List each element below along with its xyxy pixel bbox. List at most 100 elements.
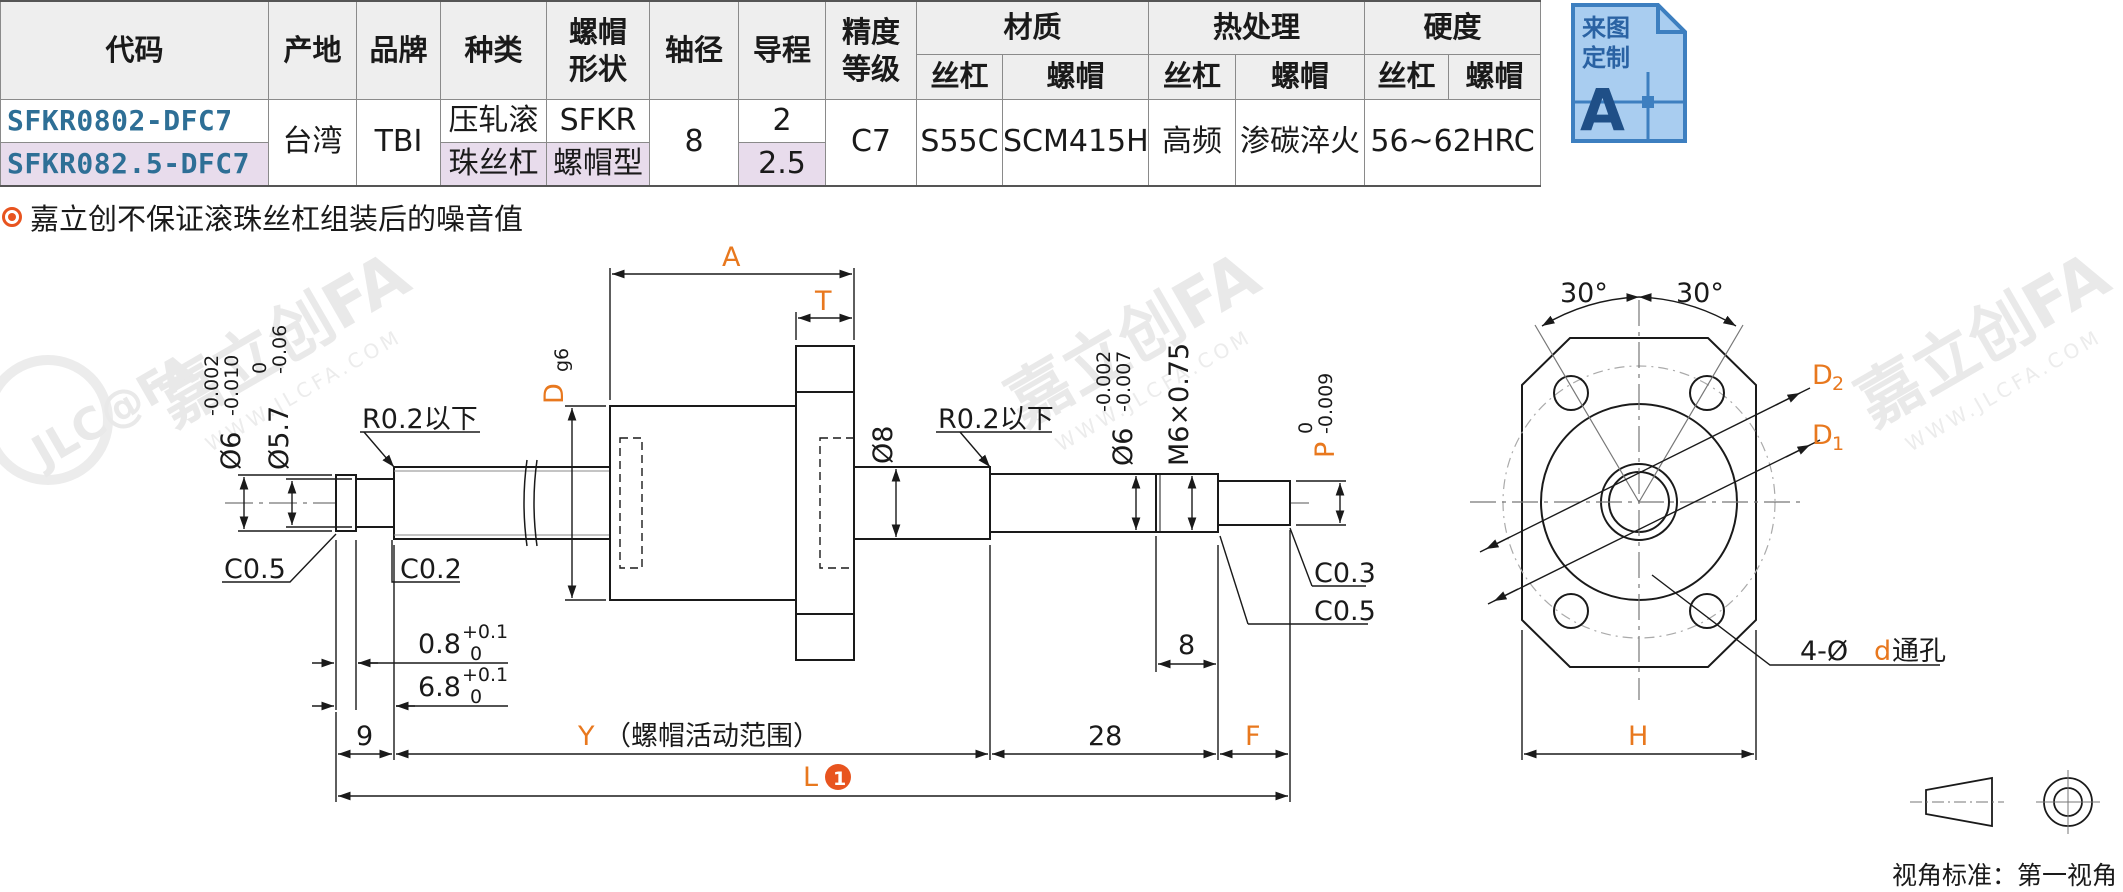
- svg-text:通孔: 通孔: [1892, 636, 1946, 667]
- svg-text:Ø6: Ø6: [216, 432, 247, 470]
- svg-text:D: D: [539, 383, 570, 404]
- svg-text:M6×0.75: M6×0.75: [1164, 343, 1195, 466]
- header-lead: 导程: [738, 0, 826, 100]
- cell-material-screw: S55C: [916, 99, 1003, 187]
- header-material: 材质: [915, 0, 1150, 55]
- dim-thread: M6×0.75: [1164, 343, 1195, 466]
- cell-lead: 2.5: [738, 142, 826, 187]
- svg-text:Ø6: Ø6: [1108, 428, 1139, 466]
- svg-text:-0.007: -0.007: [1113, 351, 1135, 412]
- header-heat-screw: 丝杠: [1148, 54, 1237, 100]
- svg-text:D: D: [1812, 360, 1833, 391]
- svg-text:0.8: 0.8: [418, 629, 461, 660]
- table-row: SFKR082.5-DFC7 珠丝杠 螺帽型 2.5: [0, 142, 1541, 187]
- angle-left: 30°: [1560, 278, 1608, 309]
- cell-heat-nut: 渗碳淬火: [1235, 99, 1366, 187]
- header-material-nut: 螺帽: [1001, 54, 1150, 100]
- dim-dia-5-7: Ø5.7 0 -0.06: [249, 325, 295, 470]
- svg-text:0: 0: [1295, 422, 1317, 434]
- header-type: 种类: [440, 0, 547, 100]
- dim-L: L: [803, 762, 818, 793]
- badge-letter: A: [1580, 76, 1625, 144]
- dim-28: 28: [1088, 721, 1122, 752]
- svg-text:0: 0: [249, 362, 271, 374]
- header-hardness: 硬度: [1364, 0, 1542, 55]
- cell-hardness: 56~62HRC: [1364, 99, 1542, 187]
- svg-text:d: d: [1874, 636, 1891, 667]
- dim-dia-6-left: Ø6 -0.002 -0.010: [201, 355, 247, 470]
- svg-text:g6: g6: [551, 348, 573, 372]
- dim-dia-6-right: Ø6 -0.002 -0.007: [1093, 351, 1139, 466]
- header-shaft-dia: 轴径: [649, 0, 739, 100]
- spec-table: 代码 产地 品牌 种类 螺帽形状 轴径 导程 精度等级 材质 热处理 硬度 丝杠…: [0, 0, 1542, 187]
- svg-text:Ø8: Ø8: [868, 426, 899, 464]
- watermark: JLC@FA 嘉立创FA WWW.JLCFA.COM 嘉立创FA WWW.JLC…: [0, 238, 2122, 485]
- svg-text:4-Ø: 4-Ø: [1800, 636, 1848, 667]
- cell-shaft-dia: 8: [649, 99, 739, 187]
- bullet-icon: [2, 207, 22, 227]
- dim-D2: D 2: [1812, 360, 1844, 395]
- dim-P: P 0 -0.009: [1295, 373, 1341, 458]
- front-view: [1470, 300, 1800, 700]
- badge-line1: 来图: [1582, 14, 1630, 42]
- header-heat-nut: 螺帽: [1235, 54, 1366, 100]
- svg-text:1: 1: [1832, 433, 1844, 455]
- dim-Y-note: （螺帽活动范围）: [604, 721, 820, 752]
- dim-H: H: [1628, 721, 1648, 752]
- view-standard: 视角标准：第一视角: [1891, 861, 2117, 890]
- document-icon: [1571, 3, 1687, 143]
- header-material-screw: 丝杠: [916, 54, 1003, 100]
- note-number: 1: [833, 768, 846, 790]
- projection-symbol-icon: [1910, 770, 2100, 834]
- svg-text:-0.010: -0.010: [221, 355, 243, 416]
- svg-text:-0.002: -0.002: [1093, 351, 1115, 412]
- header-hardness-screw: 丝杠: [1364, 54, 1450, 100]
- dim-8: 8: [1178, 630, 1195, 661]
- dim-dia-8: Ø8: [868, 426, 899, 464]
- note-badge: [825, 764, 851, 790]
- noise-disclaimer: 嘉立创不保证滚珠丝杠组装后的噪音值: [2, 196, 523, 238]
- svg-text:0: 0: [470, 686, 482, 708]
- badge-line2: 定制: [1582, 44, 1630, 72]
- angle-right: 30°: [1676, 278, 1724, 309]
- row-code[interactable]: SFKR082.5-DFC7: [0, 142, 269, 187]
- cell-nut-shape-1: SFKR: [546, 99, 650, 143]
- dim-A: A: [722, 242, 741, 273]
- custom-drawing-badge[interactable]: 来图 定制 A: [1570, 2, 1688, 144]
- dim-T: T: [814, 286, 832, 317]
- cell-origin: 台湾: [268, 99, 357, 187]
- noise-disclaimer-text: 嘉立创不保证滚珠丝杠组装后的噪音值: [30, 202, 524, 236]
- svg-text:P: P: [1310, 442, 1341, 458]
- svg-text:+0.1: +0.1: [462, 621, 508, 643]
- dim-Dg6: D: [539, 383, 570, 404]
- svg-text:2: 2: [1832, 373, 1844, 395]
- header-code: 代码: [0, 0, 269, 100]
- svg-text:-0.06: -0.06: [269, 325, 291, 374]
- cell-heat-screw: 高频: [1148, 99, 1237, 187]
- cell-brand: TBI: [356, 99, 441, 187]
- cell-accuracy: C7: [825, 99, 917, 187]
- header-brand: 品牌: [356, 0, 441, 100]
- header-nut-shape-text: 螺帽形状: [568, 15, 627, 86]
- cell-lead: 2: [738, 99, 826, 143]
- svg-text:+0.1: +0.1: [462, 664, 508, 686]
- table-row: SFKR0802-DFC7 台湾 TBI 压轧滚 SFKR 8 2 C7 S55…: [0, 99, 1542, 187]
- chamfer-left: C0.5: [224, 554, 286, 585]
- svg-text:D: D: [1812, 420, 1833, 451]
- chamfer-c03: C0.3: [1314, 558, 1376, 589]
- svg-text:-0.009: -0.009: [1315, 373, 1337, 434]
- svg-text:6.8: 6.8: [418, 672, 461, 703]
- radius-right: R0.2以下: [938, 404, 1054, 435]
- radius-left: R0.2以下: [362, 404, 478, 435]
- header-accuracy-text: 精度等级: [841, 15, 900, 86]
- svg-text:0: 0: [470, 643, 482, 665]
- header-nut-shape: 螺帽形状: [546, 0, 650, 100]
- cell-type-1: 压轧滚: [440, 99, 547, 143]
- dim-9: 9: [356, 721, 373, 752]
- cell-nut-shape-2: 螺帽型: [546, 142, 650, 187]
- header-accuracy: 精度等级: [825, 0, 917, 100]
- row-code[interactable]: SFKR0802-DFC7: [0, 99, 269, 143]
- chamfer-c05-right: C0.5: [1314, 596, 1376, 627]
- header-origin: 产地: [268, 0, 357, 100]
